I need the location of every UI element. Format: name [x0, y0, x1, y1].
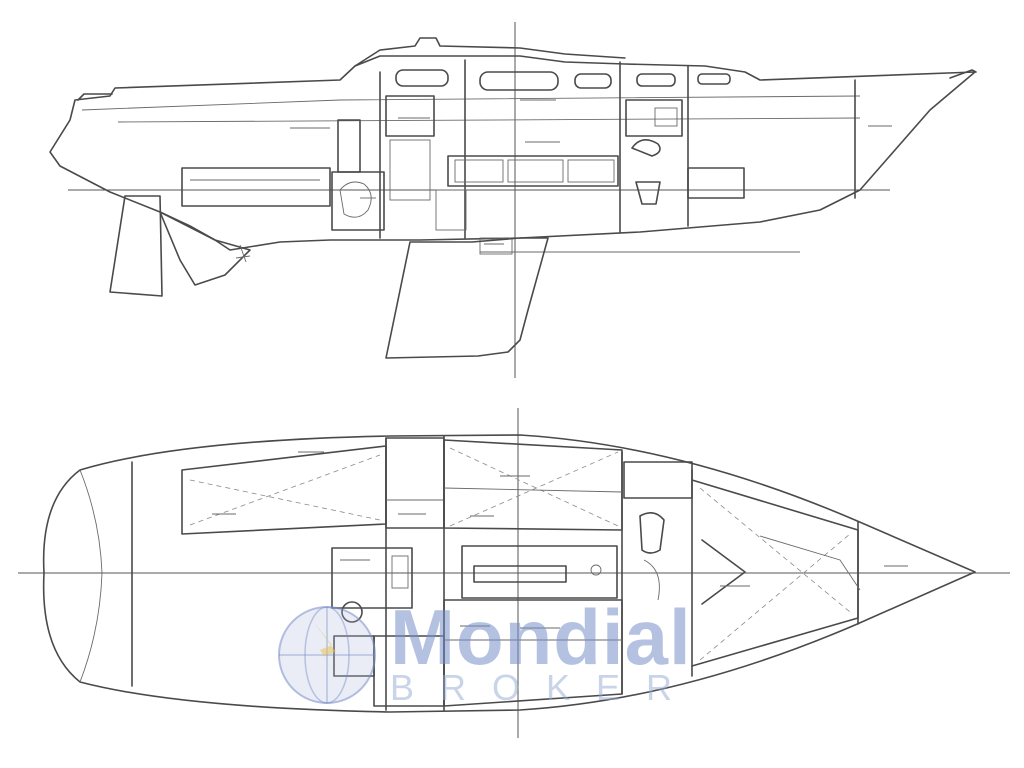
plan-annotation-marks: [212, 451, 908, 629]
plan-stern-curve: [79, 469, 103, 683]
profile-toilet: [635, 181, 661, 205]
profile-quarter-berth: [181, 167, 331, 207]
plan-settee-locker: [449, 447, 619, 527]
plan-toilet: [639, 512, 665, 554]
profile-view: [49, 22, 977, 378]
profile-engine: [339, 181, 372, 218]
plan-port-settee: [443, 599, 623, 707]
profile-cabin-sole-line: [117, 117, 861, 123]
profile-window-1: [395, 69, 449, 87]
plan-galley-counter: [331, 547, 413, 609]
profile-bow-pulpit: [949, 69, 977, 79]
plan-mast-step: [590, 564, 602, 576]
profile-rubrail: [81, 95, 861, 111]
profile-head-locker: [625, 99, 683, 137]
profile-window-3: [574, 73, 612, 89]
profile-window-5: [697, 73, 731, 85]
profile-propeller: [235, 244, 251, 263]
profile-stern-pushpit: [77, 93, 113, 101]
plan-vberth: [691, 479, 859, 667]
plan-stove: [333, 635, 375, 677]
profile-window-4: [636, 73, 676, 87]
profile-window-2: [479, 71, 559, 91]
profile-skeg: [159, 211, 251, 286]
profile-rudder: [109, 195, 163, 297]
profile-settee-cushion-2: [507, 159, 564, 183]
plan-vberth-locker: [699, 487, 851, 661]
profile-coachroof: [354, 37, 626, 67]
plan-starboard-settee: [443, 439, 623, 531]
plan-galley-sink: [341, 601, 363, 623]
profile-washbasin: [631, 139, 661, 157]
plan-view: [18, 408, 1010, 738]
profile-galley-locker: [389, 139, 431, 201]
plan-head-door-swing: [643, 559, 660, 601]
plan-galley-locker: [391, 555, 409, 589]
profile-nav-station: [385, 95, 435, 137]
profile-companionway-step: [337, 119, 361, 173]
plan-anchor-chain: [759, 535, 861, 591]
profile-engine-box: [331, 171, 385, 231]
profile-tank: [435, 189, 467, 231]
profile-fin-keel: [385, 237, 549, 359]
profile-settee-cushion-1: [454, 159, 504, 183]
profile-vberth-step: [687, 167, 745, 199]
plan-vberth-infill: [701, 539, 746, 605]
profile-settee-cushion-3: [567, 159, 615, 183]
profile-head-cabinet: [654, 107, 678, 127]
plan-head-locker: [623, 461, 693, 499]
profile-keel-bolts: [479, 237, 513, 255]
plan-cockpit-locker: [189, 454, 381, 526]
plan-hull-outline: [42, 434, 976, 713]
profile-hull: [49, 55, 976, 251]
plan-saloon-table: [461, 545, 618, 599]
profile-annotation-marks: [240, 99, 892, 245]
plan-table-leaf: [473, 565, 567, 583]
plan-quarter-berth-end: [385, 437, 445, 529]
plan-chart-table: [373, 635, 445, 707]
profile-settee: [447, 155, 619, 187]
